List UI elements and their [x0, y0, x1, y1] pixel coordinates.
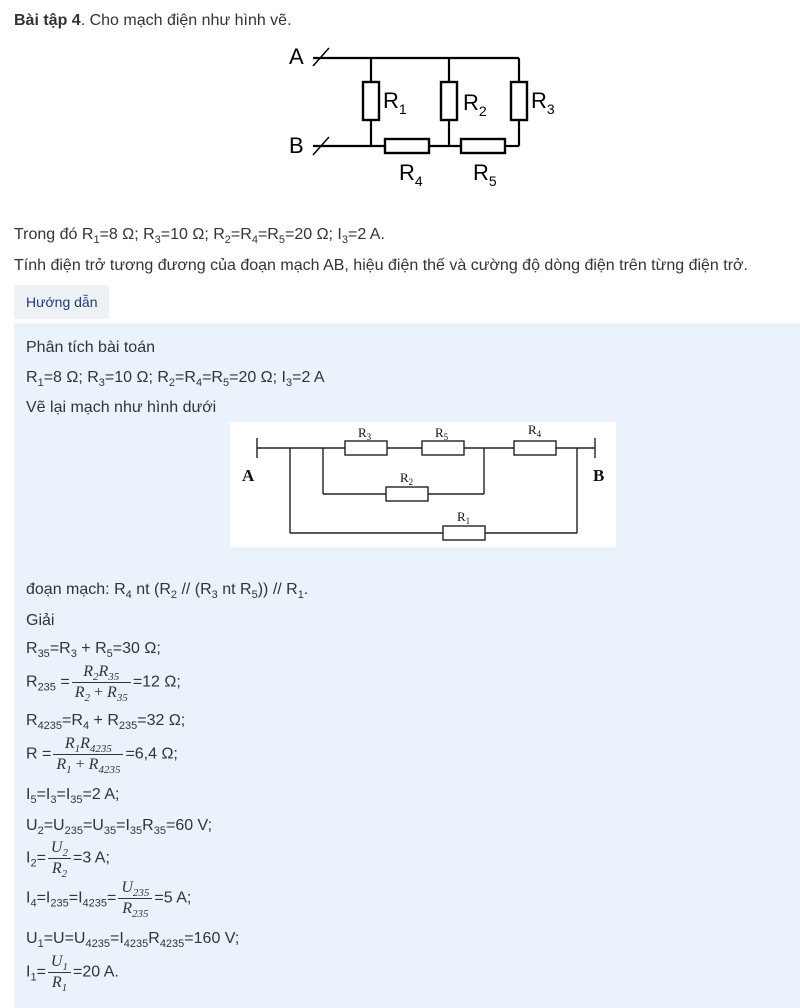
fig1-label-r3: R3	[531, 88, 555, 117]
fig2-label-r2: R2	[400, 470, 413, 487]
circuit-structure: đoạn mạch: R4 nt (R2 // (R3 nt R5)) // R…	[26, 581, 309, 601]
redraw-text: Vẽ lại mạch như hình dưới	[26, 399, 217, 416]
solution-panel: Phân tích bài toán R1=8 Ω; R3=10 Ω; R2=R…	[14, 323, 800, 1008]
question-text: Tính điện trở tương đương của đoạn mạch …	[14, 257, 748, 274]
fig1-terminal-b: B	[289, 133, 304, 158]
eq-i5: I5=I3=I35=2 A;	[26, 786, 120, 806]
fig2-label-r1: R1	[457, 509, 470, 526]
fig2-label-r5: R5	[435, 425, 449, 442]
fig1-label-r1: R1	[383, 88, 407, 117]
fig2-label-r4: R4	[528, 422, 542, 439]
fig1-label-r2: R2	[463, 90, 487, 119]
circuit-figure-2: A B R3 R5 R4 R2 R1	[230, 422, 616, 547]
fig1-label-r4: R4	[399, 160, 423, 189]
fig2-label-r3: R3	[358, 425, 372, 442]
exercise-label: Bài tập 4	[14, 12, 81, 29]
analysis-title: Phân tích bài toán	[26, 339, 155, 356]
fig2-terminal-b: B	[593, 466, 604, 485]
fig1-terminal-a: A	[289, 44, 304, 69]
circuit-figure-1: A B R1 R2 R3 R4 R5	[289, 44, 555, 189]
eq-u2: U2=U235=U35=I35R35=60 V;	[26, 817, 213, 837]
analysis-given: R1=8 Ω; R3=10 Ω; R2=R4=R5=20 Ω; I3=2 A	[26, 369, 325, 389]
fig2-terminal-a: A	[242, 466, 255, 485]
eq-r35: R35=R3 + R5=30 Ω;	[26, 640, 161, 660]
guide-button[interactable]: Hướng dẫn	[14, 285, 110, 319]
eq-u1: U1=U=U4235=I4235R4235=160 V;	[26, 930, 240, 950]
fig1-label-r5: R5	[473, 160, 497, 189]
exercise-prompt: . Cho mạch điện như hình vẽ.	[80, 12, 292, 29]
given-values: Trong đó R1=8 Ω; R3=10 Ω; R2=R4=R5=20 Ω;…	[14, 226, 385, 246]
eq-r4235: R4235=R4 + R235=32 Ω;	[26, 712, 186, 732]
solve-title: Giải	[26, 612, 55, 629]
exercise-title: Bài tập 4. Cho mạch điện như hình vẽ.	[14, 12, 292, 30]
